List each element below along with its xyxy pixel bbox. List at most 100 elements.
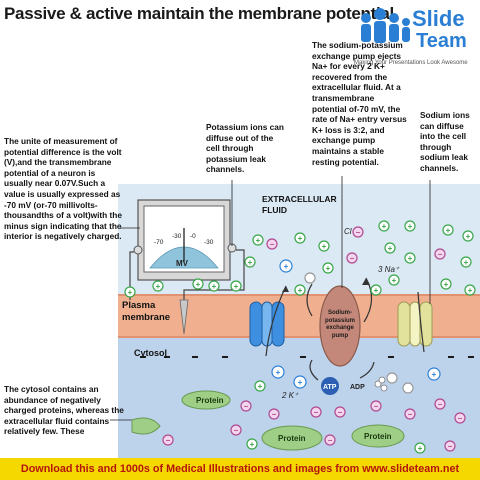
phosphate-icon — [374, 376, 388, 392]
potassium-label: 2 K⁺ — [281, 391, 299, 400]
pump-arrow — [306, 283, 313, 317]
svg-text:−: − — [374, 402, 379, 411]
sodium-ion-icon: + — [318, 240, 330, 252]
svg-text:+: + — [258, 382, 263, 391]
meter-tick: -30 — [172, 233, 182, 240]
chloride-ion-icon: − — [240, 400, 252, 412]
protein-molecules — [131, 390, 405, 451]
meter-tick: -30 — [204, 239, 214, 246]
sodium-ion-icon: + — [384, 242, 396, 254]
sodium-ion-icon: + — [244, 256, 256, 268]
svg-text:−: − — [244, 402, 249, 411]
svg-text:+: + — [298, 234, 303, 243]
sodium-ion-icon: + — [124, 286, 136, 298]
sodium-ion-icon: + — [464, 284, 476, 296]
chloride-ion-icon: − — [404, 408, 416, 420]
sodium-ion-icon: + — [322, 262, 334, 274]
svg-text:+: + — [212, 282, 217, 291]
pump-arrow — [309, 359, 319, 381]
protein-blob — [351, 424, 405, 448]
sodium-ion-icon: + — [404, 252, 416, 264]
potassium-ion-icon: + — [427, 367, 441, 381]
cytosol-label: Cytosol — [134, 348, 168, 358]
sodium-ion-icon: + — [254, 380, 266, 392]
download-banner[interactable]: Download this and 1000s of Medical Illus… — [0, 458, 480, 480]
chloride-ion-icon: − — [352, 226, 364, 238]
svg-text:−: − — [328, 436, 333, 445]
sodium-ion-icon: + — [404, 220, 416, 232]
voltmeter-note: The unite of measurement of potential di… — [4, 136, 122, 242]
svg-text:+: + — [388, 244, 393, 253]
sodium-ion-icon: + — [230, 280, 242, 292]
svg-text:+: + — [128, 288, 133, 297]
sodium-ion-icon: + — [378, 220, 390, 232]
sodium-ion-icon: + — [192, 278, 204, 290]
svg-text:+: + — [196, 280, 201, 289]
negative-charge-row — [140, 356, 474, 358]
chloride-ion-icon: − — [310, 406, 322, 418]
chloride-ion-icon: − — [444, 440, 456, 452]
svg-text:+: + — [284, 262, 289, 271]
chloride-ion-icon: − — [266, 238, 278, 250]
svg-text:−: − — [458, 414, 463, 423]
pump-arrow — [359, 361, 375, 379]
sodium-ion-icon: + — [252, 234, 264, 246]
water-molecule-icon — [386, 372, 398, 384]
meter-unit: MV — [176, 259, 189, 268]
logo-tagline: Making Your Presentations Look Awesome — [354, 60, 468, 66]
adp-label: ADP — [350, 384, 365, 391]
sodium-ion-icon: + — [440, 278, 452, 290]
sodium-ion-icon: + — [370, 284, 382, 296]
atp-label: ATP — [323, 384, 337, 391]
water-molecule-icon — [402, 382, 414, 394]
svg-text:+: + — [374, 286, 379, 295]
sodium-ion-icon: + — [246, 438, 258, 450]
protein-blob — [131, 417, 161, 435]
sodium-ion-icon: + — [462, 230, 474, 242]
slideteam-logo — [361, 8, 410, 43]
svg-text:+: + — [466, 232, 471, 241]
cytosol-note: The cytosol contains an abundance of neg… — [4, 384, 124, 437]
svg-text:−: − — [270, 240, 275, 249]
svg-text:+: + — [418, 444, 423, 453]
chloride-ion-icon: − — [324, 434, 336, 446]
sodium-leak-channel — [397, 301, 433, 347]
potassium-ion-icon: + — [293, 375, 307, 389]
sodium-ion-icon: + — [294, 232, 306, 244]
sodium-ion-icon: + — [460, 256, 472, 268]
protein-label: Protein — [364, 432, 392, 441]
svg-text:+: + — [408, 222, 413, 231]
svg-text:+: + — [468, 286, 473, 295]
svg-text:+: + — [250, 440, 255, 449]
svg-text:+: + — [408, 254, 413, 263]
chloride-ion-icon: − — [346, 252, 358, 264]
potassium-note: Potassium ions can diffuse out of the ce… — [206, 122, 284, 175]
sodium-potassium-pump — [319, 285, 361, 367]
logo-word-slide: Slide — [412, 6, 465, 31]
chloride-ion-icon: − — [370, 400, 382, 412]
sodium-ion-icon: + — [414, 442, 426, 454]
microelectrode — [179, 299, 189, 335]
sodium-ion-icon: + — [442, 224, 454, 236]
svg-text:+: + — [322, 242, 327, 251]
potassium-ion-icon: + — [279, 259, 293, 273]
svg-text:+: + — [298, 286, 303, 295]
svg-text:+: + — [234, 282, 239, 291]
svg-text:−: − — [272, 410, 277, 419]
protein-label: Protein — [278, 434, 306, 443]
chloride-ion-icon: − — [434, 248, 446, 260]
k-flow-arrow — [265, 285, 287, 357]
extracellular-label: EXTRACELLULAR FLUID — [262, 194, 337, 215]
sodium-ion-icon: + — [388, 274, 400, 286]
protein-blob — [261, 425, 323, 451]
voltmeter: -70 -30 -0 -30 MV — [133, 199, 237, 281]
meter-tick: -0 — [190, 233, 196, 240]
svg-text:−: − — [338, 408, 343, 417]
chloride-ion-icon: − — [162, 434, 174, 446]
svg-text:+: + — [326, 264, 331, 273]
svg-text:+: + — [444, 280, 449, 289]
svg-text:+: + — [464, 258, 469, 267]
svg-text:+: + — [298, 378, 303, 387]
svg-text:−: − — [166, 436, 171, 445]
